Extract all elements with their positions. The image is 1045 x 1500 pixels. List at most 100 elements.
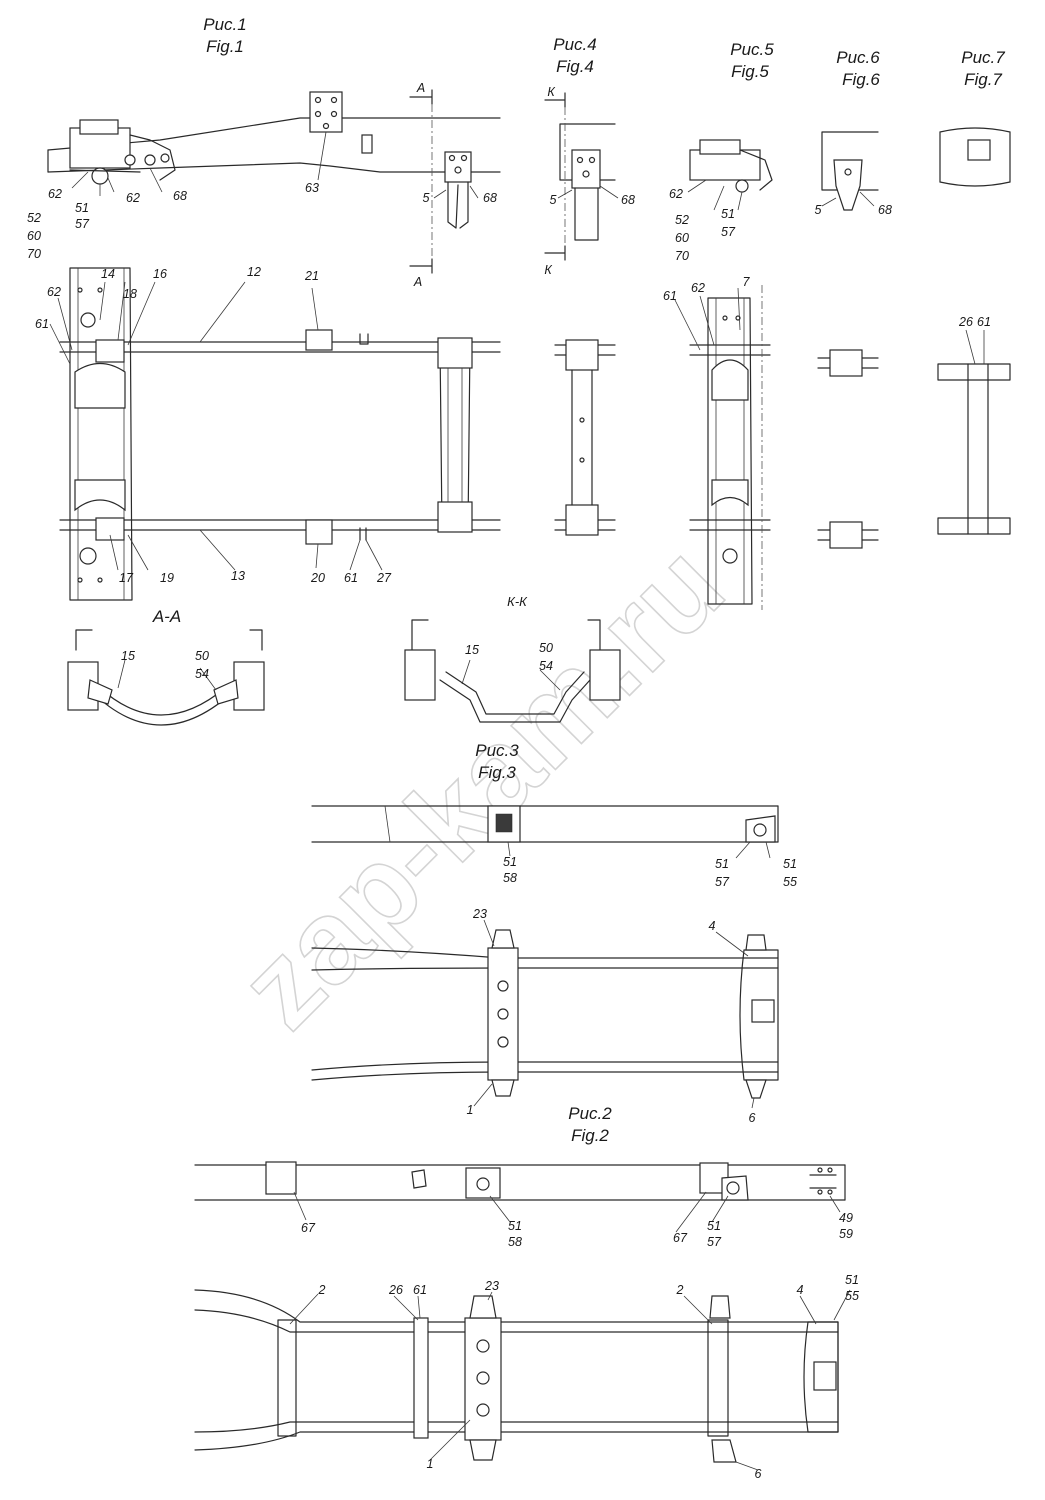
label-51: 51: [508, 1219, 522, 1233]
label-58: 58: [503, 871, 517, 885]
label-5: 5: [423, 191, 430, 205]
label-23: 23: [472, 907, 487, 921]
fig3-plan-view: [311, 919, 779, 1109]
fig2-side-view: [194, 1161, 846, 1233]
label-63: 63: [305, 181, 319, 195]
label-60: 60: [675, 231, 689, 245]
label-70: 70: [27, 247, 41, 261]
label-57: 57: [721, 225, 736, 239]
fig2-caption-ru: Рис.2: [568, 1104, 612, 1123]
label-62: 62: [47, 285, 61, 299]
label-70: 70: [675, 249, 689, 263]
fig4-caption-ru: Рис.4: [553, 35, 596, 54]
fig2-caption-en: Fig.2: [571, 1126, 609, 1145]
label-61: 61: [663, 289, 677, 303]
label-51: 51: [707, 1219, 721, 1233]
label-14: 14: [101, 267, 115, 281]
label-5: 5: [815, 203, 822, 217]
label-18: 18: [123, 287, 137, 301]
label-21: 21: [304, 269, 319, 283]
label-68: 68: [878, 203, 892, 217]
section-mark-k-top: К: [547, 85, 555, 99]
label-27: 27: [376, 571, 392, 585]
label-68: 68: [621, 193, 635, 207]
label-68: 68: [173, 189, 187, 203]
label-61: 61: [977, 315, 991, 329]
label-17: 17: [119, 571, 134, 585]
section-kk: [404, 619, 621, 723]
label-5: 5: [550, 193, 557, 207]
label-15: 15: [465, 643, 479, 657]
label-6: 6: [749, 1111, 756, 1125]
fig5: [674, 139, 773, 610]
fig3-caption-en: Fig.3: [478, 763, 516, 782]
label-2: 2: [318, 1283, 326, 1297]
label-4: 4: [709, 919, 716, 933]
label-60: 60: [27, 229, 41, 243]
label-62: 62: [126, 191, 140, 205]
label-57: 57: [75, 217, 90, 231]
fig3-side-view: [311, 805, 779, 859]
label-54: 54: [195, 667, 209, 681]
label-20: 20: [310, 571, 325, 585]
fig6-caption-ru: Рис.6: [836, 48, 880, 67]
label-1: 1: [467, 1103, 474, 1117]
fig6-caption-en: Fig.6: [842, 70, 880, 89]
label-16: 16: [153, 267, 167, 281]
label-61: 61: [344, 571, 358, 585]
label-49: 49: [839, 1211, 853, 1225]
label-7: 7: [743, 275, 751, 289]
label-23: 23: [484, 1279, 499, 1293]
fig5-caption-en: Fig.5: [731, 62, 769, 81]
label-51: 51: [503, 855, 517, 869]
label-4: 4: [797, 1283, 804, 1297]
label-62: 62: [691, 281, 705, 295]
label-62: 62: [48, 187, 62, 201]
label-50: 50: [539, 641, 553, 655]
label-26: 26: [958, 315, 973, 329]
label-61: 61: [35, 317, 49, 331]
fig7-caption-ru: Рис.7: [961, 48, 1005, 67]
label-51: 51: [783, 857, 797, 871]
fig1-side-view: А А: [47, 81, 501, 289]
label-19: 19: [160, 571, 174, 585]
label-15: 15: [121, 649, 135, 663]
fig1-caption-en: Fig.1: [206, 37, 244, 56]
fig4: К К: [544, 85, 619, 536]
fig1-plan-view: [49, 267, 501, 601]
label-55: 55: [845, 1289, 859, 1303]
label-12: 12: [247, 265, 261, 279]
fig2-plan-view: [194, 1289, 851, 1471]
label-2: 2: [676, 1283, 684, 1297]
label-51: 51: [721, 207, 735, 221]
fig1-caption-ru: Рис.1: [203, 15, 246, 34]
fig3-caption-ru: Рис.3: [475, 741, 519, 760]
watermark: zap-kam.ru: [214, 519, 749, 1054]
section-mark-a-top: А: [416, 81, 425, 95]
fig4-caption-en: Fig.4: [556, 57, 594, 76]
part-labels: 62 52 60 70 51 57 62 68 63 5 68 14 16 12…: [27, 181, 991, 1481]
label-55: 55: [783, 875, 797, 889]
label-6: 6: [755, 1467, 762, 1481]
label-51: 51: [715, 857, 729, 871]
label-51: 51: [75, 201, 89, 215]
label-26: 26: [388, 1283, 403, 1297]
section-aa: [67, 629, 265, 726]
section-kk-caption: К-К: [507, 594, 528, 609]
section-mark-a-bottom: А: [413, 275, 422, 289]
label-57: 57: [707, 1235, 722, 1249]
label-1: 1: [427, 1457, 434, 1471]
fig5-caption-ru: Рис.5: [730, 40, 774, 59]
label-51: 51: [845, 1273, 859, 1287]
fig6: [817, 131, 879, 549]
watermark-text: zap-kam.ru: [215, 520, 749, 1054]
figure-captions: Рис.1 Fig.1 Рис.4 Fig.4 Рис.5 Fig.5 Рис.…: [152, 15, 1005, 1145]
label-50: 50: [195, 649, 209, 663]
label-52: 52: [27, 211, 41, 225]
label-67: 67: [301, 1221, 316, 1235]
label-54: 54: [539, 659, 553, 673]
label-67: 67: [673, 1231, 688, 1245]
label-13: 13: [231, 569, 245, 583]
section-aa-caption: А-А: [152, 607, 181, 626]
